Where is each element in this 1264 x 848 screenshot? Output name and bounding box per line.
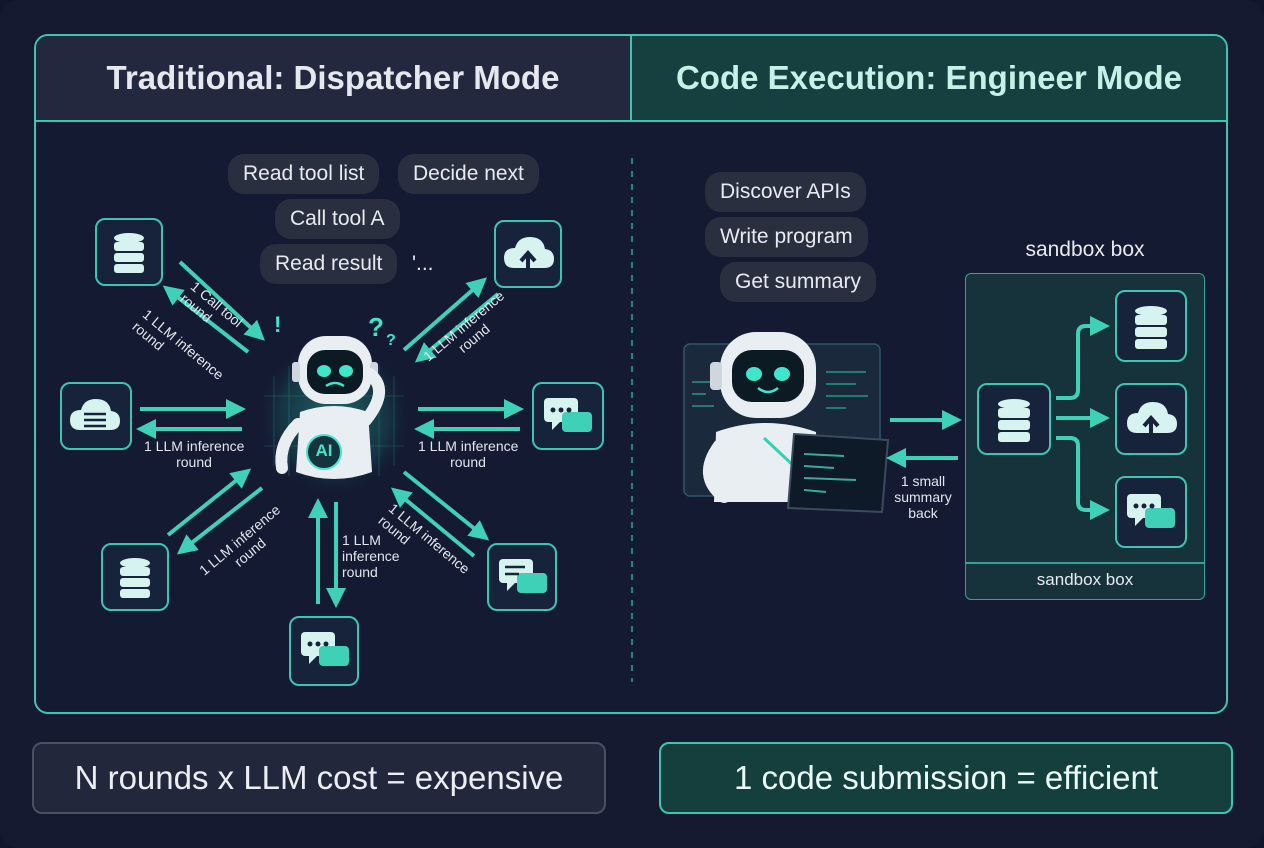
cloud-upload-icon bbox=[504, 237, 554, 270]
bubble-read-result: Read result bbox=[260, 244, 398, 284]
sandbox-caption: sandbox box bbox=[1036, 570, 1134, 589]
confused-robot-icon bbox=[256, 336, 412, 496]
database-icon bbox=[114, 233, 144, 273]
footer-efficient: 1 code submission = efficient bbox=[659, 742, 1233, 814]
tool-tile-cloud-network bbox=[60, 382, 132, 450]
arrow-bottom-right-out bbox=[402, 470, 490, 541]
tool-tile-chat-bottom bbox=[289, 616, 359, 686]
bubble-decide-next: Decide next bbox=[398, 154, 539, 194]
chat-icon bbox=[1127, 494, 1175, 528]
sandbox-tile-cloud-upload bbox=[1115, 383, 1187, 455]
engineer-robot-icon bbox=[680, 330, 890, 514]
robot-question: ? bbox=[368, 312, 384, 342]
robot-question-small: ? bbox=[386, 332, 396, 349]
robot-exclamation: ! bbox=[274, 312, 282, 337]
sandbox-tile-database-main bbox=[977, 383, 1051, 455]
bubble-call-tool-a: Call tool A bbox=[275, 199, 400, 239]
chat-icon bbox=[301, 632, 349, 666]
footer-expensive: N rounds x LLM cost = expensive bbox=[32, 742, 606, 814]
bubble-read-tool-list: Read tool list bbox=[228, 154, 380, 194]
robot-badge: AI bbox=[315, 441, 333, 460]
arrow-bottom-right-in bbox=[390, 487, 476, 558]
sandbox-divider bbox=[966, 562, 1204, 564]
arrow-bottom-left-in bbox=[176, 486, 264, 555]
bubble-discover-apis: Discover APIs bbox=[705, 172, 866, 212]
arrow-label-right: 1 LLM inference round bbox=[418, 438, 519, 470]
database-icon bbox=[998, 399, 1030, 442]
bubble-ellipsis: '... bbox=[412, 252, 434, 275]
arrow-top-left-in bbox=[162, 285, 250, 354]
sandbox-tile-database bbox=[1115, 290, 1187, 362]
sandbox-tile-chat bbox=[1115, 476, 1187, 548]
arrow-bottom-left-out bbox=[166, 468, 252, 537]
arrow-label-left: 1 LLM inference round bbox=[144, 438, 245, 470]
tool-tile-chat-bottom-right bbox=[487, 543, 557, 611]
tool-tile-cloud-upload bbox=[494, 220, 562, 288]
bubble-write-program: Write program bbox=[705, 217, 868, 257]
cloud-upload-icon bbox=[1127, 402, 1177, 435]
cloud-network-icon bbox=[70, 399, 120, 430]
database-icon bbox=[1135, 306, 1167, 349]
chat-icon bbox=[499, 559, 547, 593]
sandbox-title: sandbox box bbox=[1025, 238, 1145, 261]
chat-icon bbox=[544, 398, 592, 432]
arrow-top-right-in bbox=[414, 292, 500, 363]
arrow-label-bottom: 1 LLM inference round bbox=[342, 532, 400, 580]
right-panel-title: Code Execution: Engineer Mode bbox=[632, 36, 1226, 122]
tool-tile-chat-right bbox=[532, 382, 604, 450]
tool-tile-database-bottom-left bbox=[101, 543, 169, 611]
bubble-get-summary: Get summary bbox=[720, 262, 877, 302]
arrow-top-right-out bbox=[402, 277, 488, 352]
database-icon bbox=[120, 558, 150, 598]
left-panel-title: Traditional: Dispatcher Mode bbox=[36, 36, 632, 122]
arrow-top-left-out bbox=[178, 260, 265, 341]
arrow-label-summary-back: 1 small summary back bbox=[894, 473, 952, 521]
tool-tile-database-top-left bbox=[95, 218, 163, 286]
